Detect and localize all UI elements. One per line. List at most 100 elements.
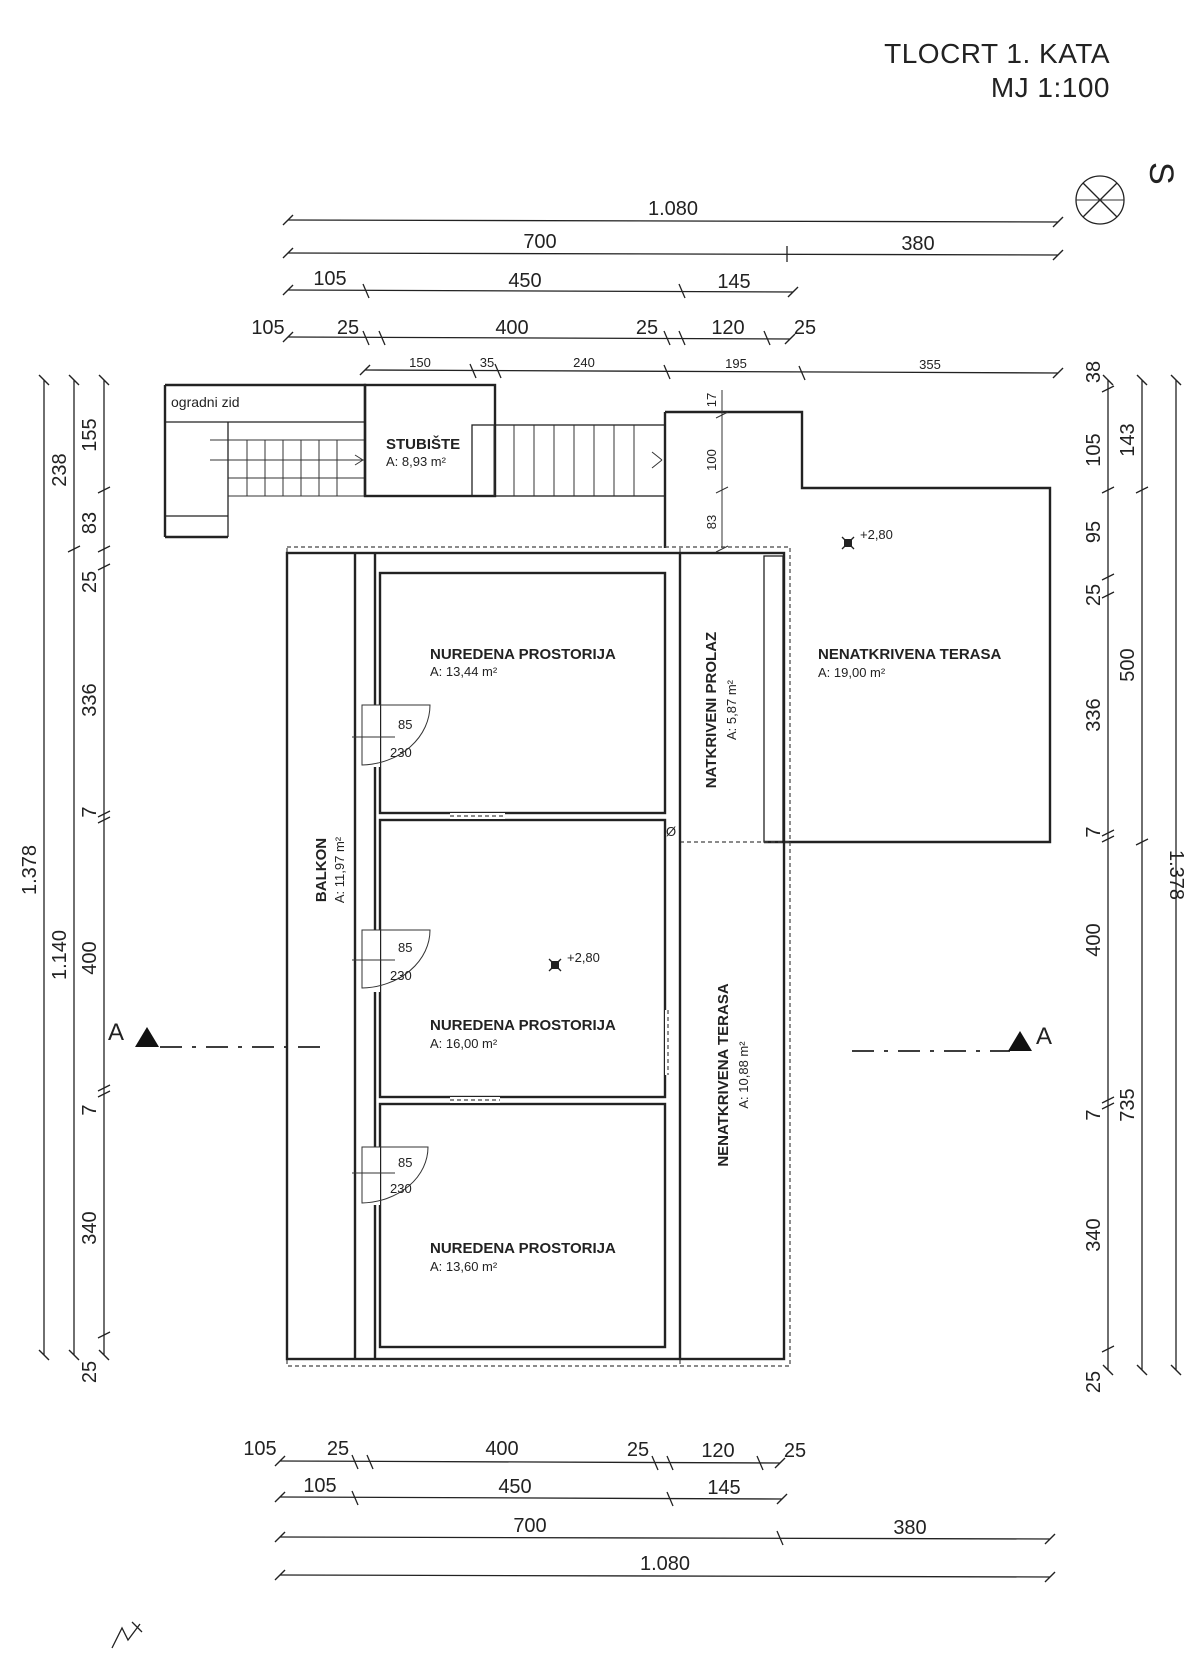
terasa-top-area: A: 19,00 m²: [818, 665, 886, 680]
dim-label: 735: [1117, 1088, 1139, 1121]
stair-area: ogradni zid STUBIŠTE A: 8,93 m²: [163, 383, 666, 539]
dimensions-top: 1.080 700 380 105 450 145 105 25 400 25 …: [251, 198, 1064, 381]
level-marker-icon: [548, 958, 562, 972]
dim-label: 7: [1083, 1109, 1105, 1120]
door-height: 230: [390, 968, 412, 983]
dimensions-bottom: 105 25 400 25 120 25 105 450 145 700 380…: [243, 1438, 1056, 1583]
door-width: 85: [398, 717, 412, 732]
dim-label: 143: [1117, 423, 1139, 456]
stubiste-area: A: 8,93 m²: [386, 454, 447, 469]
dim-label: 400: [495, 317, 528, 339]
room-3-area: A: 13,60 m²: [430, 1259, 498, 1274]
dim-label: 500: [1117, 648, 1139, 681]
passage-and-terrace: 17 100 83 NENATKRIVENA TERASA A: 19,00 m…: [663, 390, 1052, 844]
section-line-a: A A: [108, 1019, 1052, 1052]
room-3: [378, 1102, 667, 1349]
dim-label: 105: [251, 317, 284, 339]
dim-label: 155: [79, 418, 101, 451]
room-2-area: A: 16,00 m²: [430, 1036, 498, 1051]
dimensions-left: 1.378 238 1.140 155 83 25 336 7 400 7 34…: [19, 374, 111, 1383]
room-2-name: NUREDENA PROSTORIJA: [430, 1017, 616, 1034]
dim-label: 100: [704, 449, 719, 471]
section-label-left: A: [108, 1019, 124, 1046]
dim-label: 195: [725, 356, 747, 371]
dim-label: 700: [523, 231, 556, 253]
main-building: NUREDENA PROSTORIJA A: 13,44 m² NUREDENA…: [285, 546, 791, 1367]
balkon-name: BALKON: [313, 838, 330, 902]
dim-label: 1.080: [648, 198, 698, 220]
dim-label: 400: [485, 1438, 518, 1460]
dim-label: 120: [711, 317, 744, 339]
dim-label: 340: [1083, 1218, 1105, 1251]
room-2: [378, 818, 667, 1099]
dim-label: 120: [701, 1440, 734, 1462]
dim-label: 145: [717, 271, 750, 293]
door-height: 230: [390, 1181, 412, 1196]
dim-line: [274, 1569, 1056, 1583]
dim-label: 380: [901, 233, 934, 255]
dim-label: 400: [1083, 923, 1105, 956]
door-1: 85 230: [352, 704, 431, 767]
dim-label: 25: [79, 1361, 101, 1383]
dimensions-right: 38 105 95 25 336 7 400 7 340 25 143 500 …: [1083, 361, 1187, 1393]
dim-line: [282, 247, 1064, 261]
north-arrow-icon: S: [1075, 162, 1180, 225]
prolaz-area: A: 5,87 m²: [724, 679, 739, 740]
dim-label: 83: [704, 515, 719, 529]
dim-line: [274, 1491, 788, 1505]
level-marker-icon: [841, 536, 855, 550]
stair-flight-right: [471, 424, 666, 497]
dim-label: 700: [513, 1515, 546, 1537]
signature-mark: [111, 1621, 143, 1649]
small-marker: Ø: [666, 824, 676, 839]
level-label: +2,80: [567, 950, 600, 965]
dim-label: 105: [303, 1475, 336, 1497]
dim-label: 238: [49, 453, 71, 486]
dim-label: 7: [1083, 826, 1105, 837]
dim-label: 7: [79, 806, 101, 817]
dim-label: 25: [627, 1439, 649, 1461]
dim-label: 25: [327, 1438, 349, 1460]
stair-treads-left: [210, 439, 365, 497]
dim-line: [282, 331, 796, 345]
balkon-area: A: 11,97 m²: [332, 836, 347, 903]
dim-label: 1.378: [19, 845, 41, 895]
section-arrow-icon: [1008, 1031, 1032, 1051]
dim-label: 105: [313, 268, 346, 290]
dim-label: 1.080: [640, 1553, 690, 1575]
dim-label: 450: [508, 270, 541, 292]
dim-label: 25: [1083, 1371, 1105, 1393]
plan-title: TLOCRT 1. KATA: [884, 38, 1110, 69]
door-width: 85: [398, 940, 412, 955]
terrace-outline: [665, 410, 1052, 844]
balcony-outline: [285, 551, 786, 1361]
dim-label: 25: [794, 317, 816, 339]
room-3-name: NUREDENA PROSTORIJA: [430, 1240, 616, 1257]
dim-label: 83: [79, 512, 101, 534]
dim-label: 25: [784, 1440, 806, 1462]
stubiste-landing: [363, 383, 497, 498]
dim-label: 105: [1083, 433, 1105, 466]
room-1: [378, 571, 667, 815]
section-arrow-icon: [135, 1027, 159, 1047]
dim-line: [274, 1531, 1056, 1545]
dim-label: 25: [337, 317, 359, 339]
door-width: 85: [398, 1155, 412, 1170]
dim-line: [359, 364, 1064, 379]
prolaz-name: NATKRIVENI PROLAZ: [703, 632, 720, 788]
dim-line: [282, 214, 1064, 228]
stubiste-name: STUBIŠTE: [386, 435, 460, 453]
dim-label: 450: [498, 1476, 531, 1498]
section-label-right: A: [1036, 1023, 1052, 1050]
dim-label: 240: [573, 355, 595, 370]
dim-label: 25: [79, 571, 101, 593]
dim-label: 95: [1083, 521, 1105, 543]
dim-label: 25: [1083, 584, 1105, 606]
dim-label: 1.378: [1165, 850, 1187, 900]
stair-treads-right: [493, 425, 663, 496]
dim-label: 400: [79, 941, 101, 974]
dim-label: 35: [480, 355, 494, 370]
north-label: S: [1142, 162, 1180, 185]
door-3: 85 230: [352, 1146, 429, 1205]
